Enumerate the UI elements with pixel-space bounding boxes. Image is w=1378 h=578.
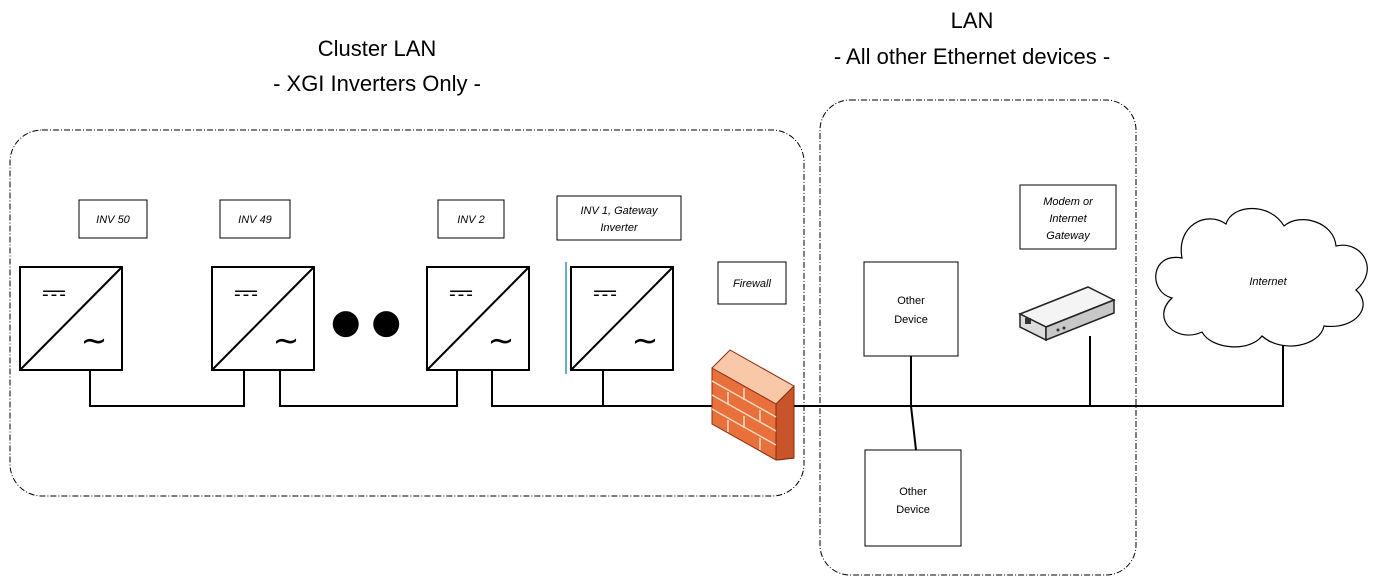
wire-device-2 [910,405,917,451]
internet-label: Internet [1249,276,1287,288]
lan-zone [819,99,1137,576]
modem-label: Internet [1049,213,1087,225]
firewall-label-box: Firewall [717,261,787,305]
modem-icon [1018,286,1116,342]
cluster-lan-title: Cluster LAN [318,36,437,61]
inverter-inv1: ⎓ ~ [565,262,674,374]
wire-inv49-inv2 [279,370,458,407]
firewall-icon [711,349,795,461]
inverter-label-text: INV 2 [457,214,485,226]
wire-backbone [491,338,1284,407]
inverter-label-inv2: INV 2 [437,199,505,239]
cluster-lan-zone [9,129,805,497]
lan-title: LAN [951,8,994,33]
device-label: Other [899,486,927,498]
device-label: Device [894,314,928,326]
internet-cloud-icon: Internet [1155,207,1368,348]
inverter-label-text: INV 1, Gateway [580,205,659,217]
other-device-2: Other Device [864,449,962,547]
wire-inv50-inv49 [89,370,245,407]
inverter-label-text: Inverter [600,222,639,234]
inverter-label-inv49: INV 49 [219,199,291,239]
inverter-inv50: ⎓ ~ [19,266,123,371]
cluster-lan-subtitle: - XGI Inverters Only - [273,71,481,96]
device-label: Other [897,295,925,307]
inverter-label-inv1: INV 1, Gateway Inverter [556,195,682,241]
other-device-1: Other Device [863,261,959,357]
dc-symbol-icon: ⎓ [593,275,617,310]
inverter-inv49: ⎓ ~ [211,266,315,371]
firewall-label: Firewall [733,278,771,290]
ellipsis-dots: ● ● [331,302,401,342]
ac-symbol-icon: ~ [632,321,659,359]
modem-label-box: Modem or Internet Gateway [1019,184,1117,250]
inverter-label-text: INV 49 [238,214,272,226]
device-label: Device [896,504,930,516]
inverter-label-inv50: INV 50 [78,199,148,239]
ac-symbol-icon: ~ [81,321,108,359]
modem-label: Modem or [1043,196,1094,208]
dc-symbol-icon: ⎓ [449,275,473,310]
network-wires [89,336,1284,451]
dc-symbol-icon: ⎓ [234,275,258,310]
ac-symbol-icon: ~ [488,321,515,359]
dc-symbol-icon: ⎓ [42,275,66,310]
inverter-label-text: INV 50 [96,214,131,226]
lan-subtitle: - All other Ethernet devices - [834,44,1110,69]
modem-label: Gateway [1046,230,1091,242]
inverter-inv2: ⎓ ~ [426,266,530,371]
ac-symbol-icon: ~ [273,321,300,359]
